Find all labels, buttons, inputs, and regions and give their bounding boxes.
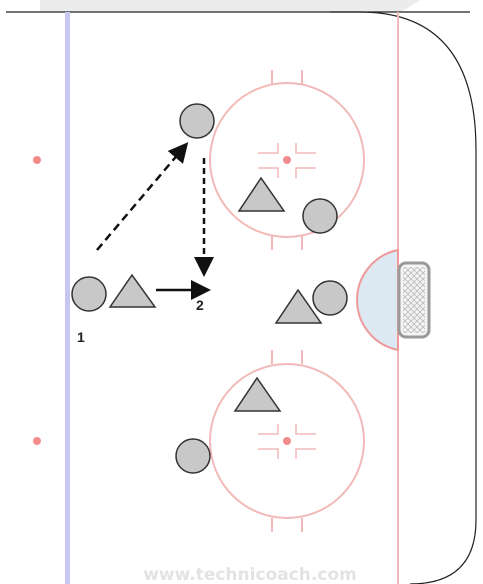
defender-triangle-top xyxy=(237,176,286,212)
player-circle-bottom-left xyxy=(175,438,211,474)
faceoff-circle-bottom xyxy=(209,350,365,532)
faceoff-circle-top xyxy=(209,70,365,250)
player-circle-crease xyxy=(312,280,348,316)
pass-number-label: 2 xyxy=(196,297,204,313)
goal-crease xyxy=(356,248,399,352)
defender-triangle-bottom xyxy=(233,376,282,412)
player-number-label: 1 xyxy=(77,329,85,345)
player-circle-1 xyxy=(71,276,107,312)
top-faded-strip xyxy=(40,0,420,12)
rink-boards xyxy=(330,11,477,584)
player-circle-top-left xyxy=(179,103,215,139)
hockey-net xyxy=(397,261,431,339)
player-circle-top-right xyxy=(302,198,338,234)
faceoff-dot-top xyxy=(283,156,291,164)
neutral-faceoff-dot-bottom xyxy=(33,437,41,445)
blue-line xyxy=(65,12,70,584)
defender-triangle-center xyxy=(274,288,323,324)
faceoff-dot-bottom xyxy=(283,437,291,445)
neutral-faceoff-dot-top xyxy=(33,156,41,164)
pass-arrow-diagonal xyxy=(96,142,189,251)
watermark-text: www.technicoach.com xyxy=(143,565,357,584)
defender-triangle-left xyxy=(108,273,157,308)
